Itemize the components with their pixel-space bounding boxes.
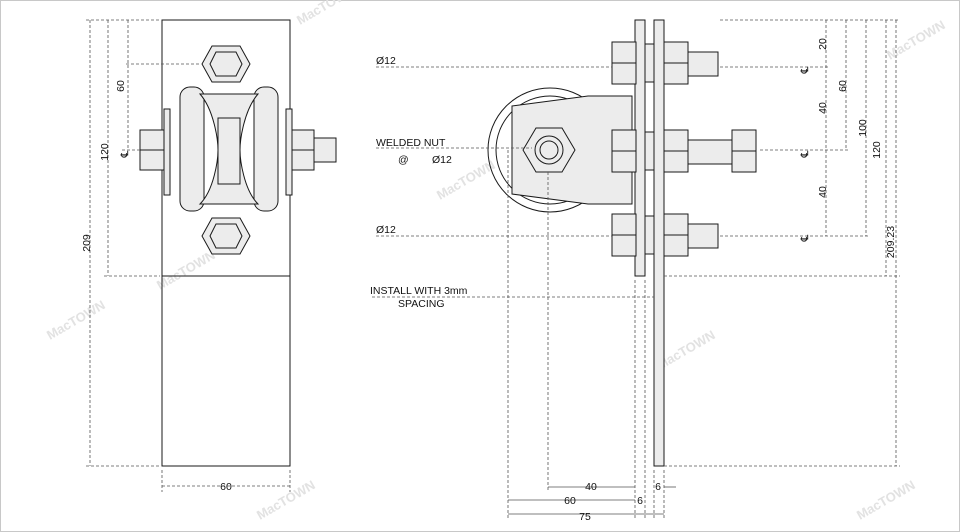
- centerline-mark: ℄: [119, 150, 131, 158]
- dim-60: 60: [837, 80, 849, 92]
- watermark: MacTOWN MacTOWN MacTOWN MacTOWN MacTOWN …: [44, 0, 948, 523]
- dim-6-bottom: 6: [637, 495, 643, 507]
- svg-text:MacTOWN: MacTOWN: [884, 17, 948, 62]
- welded-nut-size: Ø12: [432, 154, 452, 166]
- bolt-bottom: [611, 213, 719, 257]
- bolt-top: [611, 41, 719, 85]
- axle-bolt: [139, 108, 337, 196]
- dim-75: 75: [579, 511, 591, 523]
- dim-40-bottom: 40: [585, 481, 597, 493]
- svg-text:MacTOWN: MacTOWN: [854, 477, 918, 522]
- svg-text:MacTOWN: MacTOWN: [254, 477, 318, 522]
- left-view: [86, 19, 337, 492]
- dim-width: 60: [220, 481, 232, 493]
- bolt-top-label: Ø12: [376, 55, 396, 67]
- dim-40-upper: 40: [817, 102, 829, 114]
- centerline-middle: ℄: [799, 150, 811, 158]
- dim-overall-height: 209: [81, 234, 93, 252]
- dim-120: 120: [871, 141, 883, 159]
- dim-100: 100: [857, 119, 869, 137]
- axle-nut: [522, 127, 576, 173]
- dim-height-120: 120: [99, 143, 111, 161]
- bolt-middle: [611, 129, 757, 173]
- bolt-bottom-label: Ø12: [376, 224, 396, 236]
- svg-text:MacTOWN: MacTOWN: [294, 0, 358, 28]
- hex-nut-top: [201, 45, 251, 83]
- welded-nut-label: WELDED NUT: [376, 137, 446, 149]
- right-view: [372, 19, 900, 520]
- dim-20: 20: [817, 38, 829, 50]
- svg-text:MacTOWN: MacTOWN: [44, 297, 108, 342]
- dim-209-23: 209.23: [885, 226, 897, 258]
- welded-nut-at: @: [398, 154, 409, 166]
- dim-40-lower: 40: [817, 186, 829, 198]
- mounting-plate-right: [653, 19, 665, 467]
- install-note-line1: INSTALL WITH 3mm: [370, 285, 468, 297]
- dim-60-bottom: 60: [564, 495, 576, 507]
- plate-outline: [161, 19, 291, 467]
- roller-side: [179, 86, 279, 212]
- dim-6-right: 6: [655, 481, 661, 493]
- hex-nut-bottom: [201, 217, 251, 255]
- install-note-line2: SPACING: [398, 298, 444, 310]
- svg-text:MacTOWN: MacTOWN: [154, 247, 218, 292]
- centerline-top: ℄: [799, 66, 811, 74]
- dim-height-60: 60: [115, 80, 127, 92]
- centerline-bottom: ℄: [799, 234, 811, 242]
